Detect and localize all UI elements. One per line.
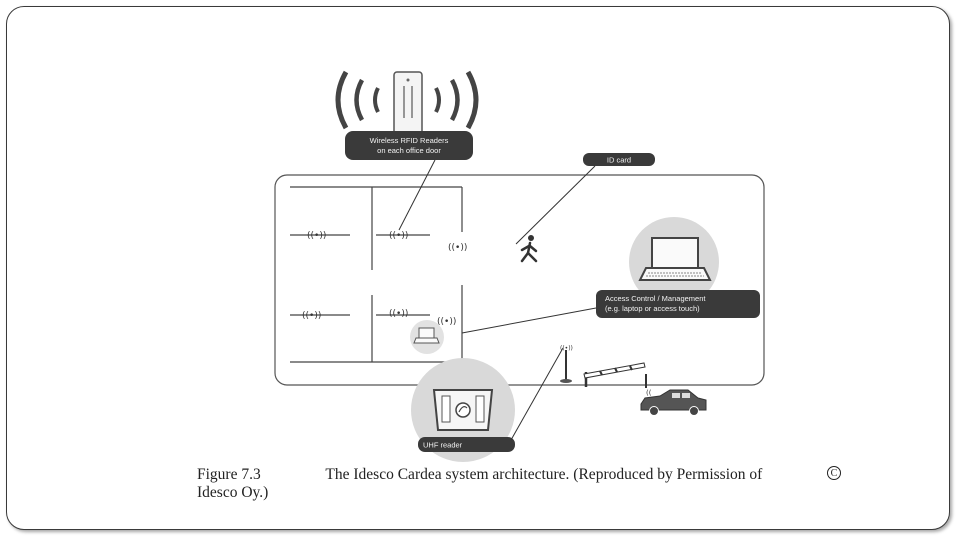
svg-text:Wireless RFID Readers: Wireless RFID Readers [370,136,449,145]
wireless-rfid-reader-icon [335,70,479,135]
rfid-signal-icon: ((•)) [448,243,467,253]
walking-person-icon [520,235,538,263]
rfid-signal-icon: ((•)) [389,309,408,319]
svg-text:(e.g. laptop or access touch): (e.g. laptop or access touch) [605,304,700,313]
svg-text:((•)): ((•)) [560,345,573,352]
svg-text:Access Control / Management: Access Control / Management [605,294,706,303]
gate-barrier-icon: ((•)) [560,345,647,388]
figure-caption: Figure 7.3 The Idesco Cardea system arch… [197,466,841,502]
svg-text:ID card: ID card [607,156,631,165]
caption-text-line2: Idesco Oy.) [197,484,269,501]
rfid-signal-icon: ((•)) [307,231,326,241]
access-control-label: Access Control / Management (e.g. laptop… [596,290,760,318]
copyright-symbol: C [827,466,841,480]
uhf-reader-label: UHF reader [418,437,515,452]
figure-number: Figure 7.3 [197,466,261,483]
rfid-reader-signals: ((•)) ((•)) ((•)) ((•)) ((•)) ((•)) [302,231,467,327]
svg-text:UHF reader: UHF reader [423,441,463,450]
id-card-pointer [515,165,596,245]
office-floor-plan [290,186,463,363]
rfid-readers-label: Wireless RFID Readers on each office doo… [345,131,473,160]
office-laptop-icon [410,320,444,354]
uhf-reader-icon [411,358,515,462]
svg-text:((: (( [646,389,652,397]
svg-text:on each office door: on each office door [377,146,441,155]
uhf-reader-pointer [510,347,564,441]
rfid-signal-icon: ((•)) [389,231,408,241]
id-card-label: ID card [583,153,655,166]
access-control-laptop-icon [629,217,719,307]
car-icon: (( [640,389,707,416]
site-boundary [274,174,765,386]
access-control-pointer [461,307,597,334]
caption-text-line1: The Idesco Cardea system architecture. (… [325,466,763,483]
rfid-readers-pointer [398,159,436,231]
rfid-signal-icon: ((•)) [437,317,456,327]
rfid-signal-icon: ((•)) [302,311,321,321]
